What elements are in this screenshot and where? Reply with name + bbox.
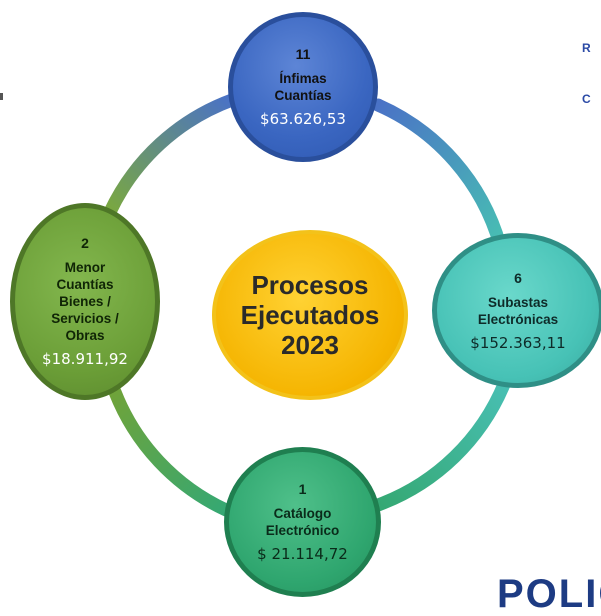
node-label-line: Servicios /	[51, 311, 119, 326]
node-count: 2	[81, 235, 89, 251]
center-title-line: Procesos	[251, 270, 369, 300]
node-label-line: Ínfimas	[279, 71, 327, 86]
node-label-line: Subastas	[487, 294, 549, 310]
node-label-line: Menor	[64, 260, 106, 275]
node-infimas-cuantias: 11 Ínfimas Cuantías $63.626,53	[228, 12, 378, 162]
ring-arc-subastas-catalogo	[371, 375, 512, 512]
center-node: Procesos Ejecutados 2023	[212, 230, 408, 400]
node-amount: $ 21.114,72	[257, 545, 348, 563]
node-amount: $152.363,11	[470, 333, 566, 352]
node-label-line: Obras	[65, 328, 105, 343]
node-amount: $18.911,92	[42, 350, 128, 368]
node-menor-cuantias: 2 Menor Cuantías Bienes / Servicios / Ob…	[10, 203, 160, 400]
node-label-line: Cuantías	[56, 277, 114, 292]
node-label-line: Cuantías	[274, 88, 332, 103]
cropped-text-line: C	[582, 92, 591, 106]
ring-arc-infimas-subastas	[371, 98, 507, 252]
node-amount: $63.626,53	[260, 110, 346, 128]
node-count: 6	[514, 269, 522, 286]
cropped-corner-text: R C	[582, 6, 591, 125]
node-subastas-electronicas: 6 Subastas Electrónicas $152.363,11	[432, 233, 601, 388]
ring-arc-catalogo-menor	[108, 385, 233, 517]
left-edge-mark	[0, 93, 3, 100]
node-label-line: Electrónicas	[477, 311, 559, 327]
ring-arc-menor-infimas	[103, 93, 239, 219]
node-count: 1	[298, 481, 307, 497]
node-label-line: Electrónico	[265, 523, 340, 538]
node-label-line: Bienes /	[59, 294, 111, 309]
node-catalogo-electronico: 1 Catálogo Electrónico $ 21.114,72	[224, 447, 381, 597]
center-title-line: 2023	[281, 330, 339, 360]
cropped-text-line: R	[582, 41, 591, 55]
center-title-line: Ejecutados	[240, 300, 380, 330]
node-count: 11	[295, 46, 311, 62]
cropped-logo: POLIC	[497, 572, 601, 616]
node-label-line: Catálogo	[273, 506, 332, 521]
